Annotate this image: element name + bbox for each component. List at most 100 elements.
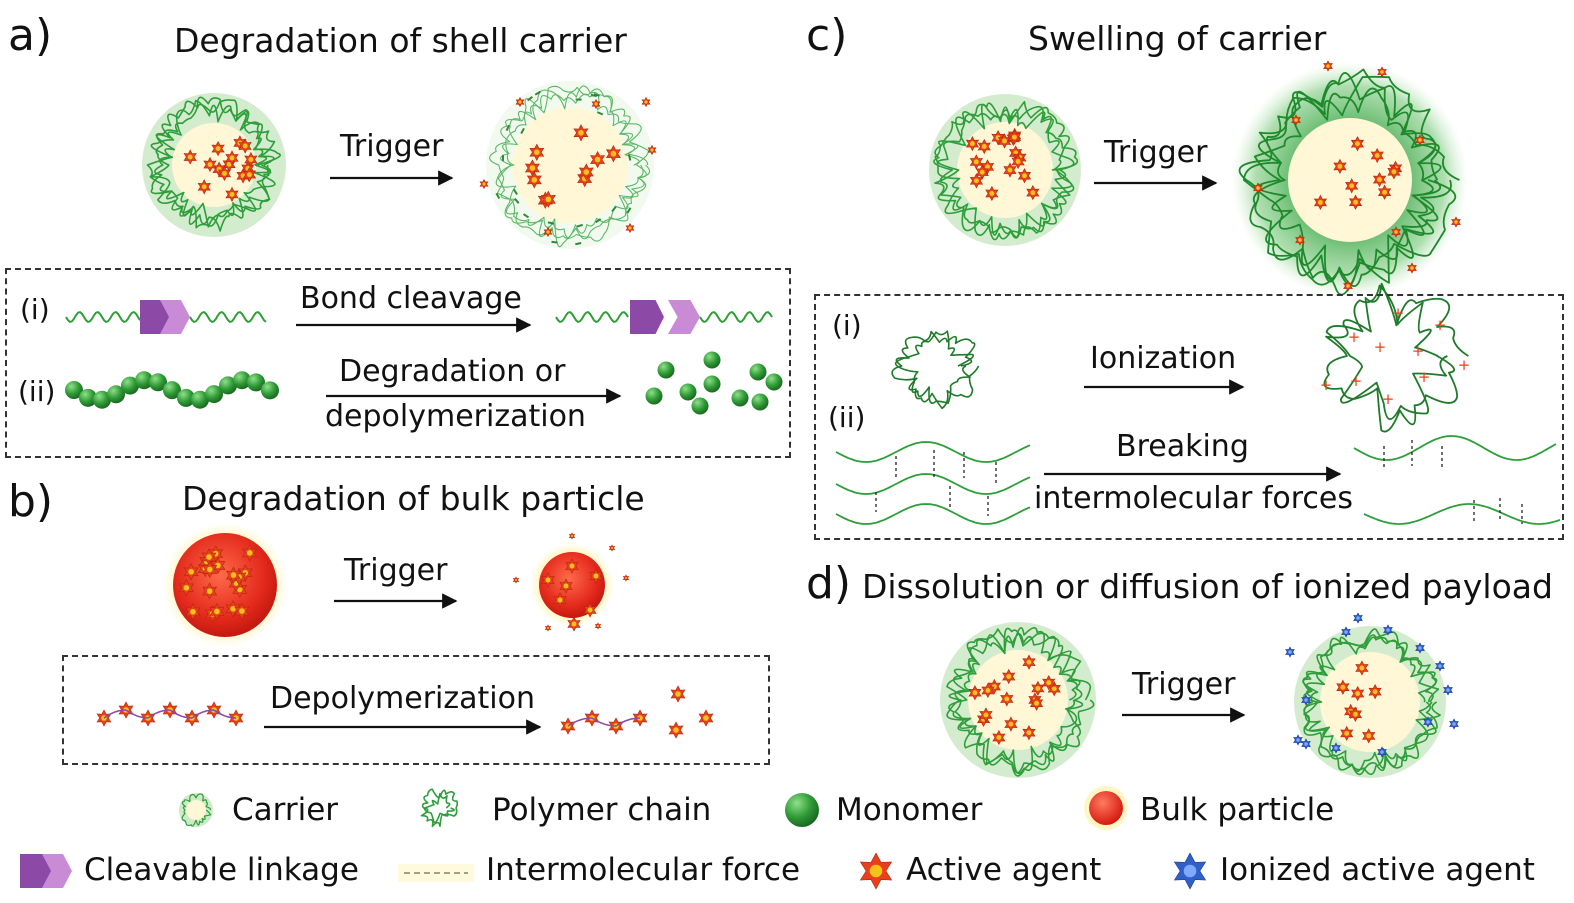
positive-charge: + (1320, 376, 1333, 394)
carrier-a-after-fragment (522, 213, 530, 219)
monomer (657, 361, 675, 379)
positive-charge: + (1382, 390, 1395, 408)
carrier-a-after-fragment (520, 127, 525, 135)
monomers (65, 351, 783, 415)
monomer (691, 397, 709, 415)
panel-b-letter: b) (8, 476, 54, 527)
legend-ionized-active-agent-label: Ionized active agent (1220, 852, 1535, 888)
panel-a-title: Degradation of shell carrier (174, 21, 627, 60)
swollen-carrier-shell (1243, 72, 1441, 296)
panel-c-breaking-label-2: intermolecular forces (1034, 481, 1354, 516)
swollen-carrier (1232, 62, 1468, 298)
carrier-d-before-shell (946, 628, 1084, 775)
panel-c-row-i-label: (i) (832, 309, 862, 342)
panel-b-trigger-label: Trigger (344, 553, 448, 588)
panel-a-degradation-label-2: depolymerization (325, 399, 586, 434)
carrier-a-after-fragment (595, 218, 602, 224)
panel-c-row-ii-label: (ii) (828, 401, 866, 434)
carrier-d-before-shell (948, 626, 1095, 774)
positive-charge: + (1458, 356, 1471, 374)
legend-cleavable-linkage-label: Cleavable linkage (84, 852, 359, 888)
monomer (121, 376, 139, 395)
monomer (765, 373, 783, 391)
monomer (163, 381, 181, 400)
legend-bulk-particle-symbol (1089, 791, 1123, 825)
carrier-a-after-shell (495, 85, 649, 242)
star-chain-b-before-link (169, 709, 193, 719)
chain-a-i-cut-left (555, 310, 629, 324)
carrier-a-after-fragment (551, 240, 558, 244)
panel-b-depolymerization-label: Depolymerization (270, 681, 535, 716)
legend-monomer-label: Monomer (836, 792, 983, 828)
carrier-d-after-shell (1302, 631, 1440, 776)
legend-active-agent-label: Active agent (906, 852, 1102, 888)
panel-d-title: Dissolution or diffusion of ionized payl… (862, 567, 1553, 606)
positive-charge: + (1412, 342, 1425, 360)
panel-c-ionization-label: Ionization (1090, 341, 1237, 376)
carrier-a-after-fragment (596, 111, 604, 116)
monomer (751, 393, 769, 411)
chain-a-i-left (65, 310, 141, 324)
panel-a-degradation-label-1: Degradation or (339, 354, 566, 389)
coil-c-before (894, 330, 975, 404)
panel-b-detail-box (62, 655, 770, 765)
star-chain-b-after-link (567, 717, 593, 727)
carrier-a-after-fragment (575, 242, 582, 246)
panel-a-letter: a) (8, 10, 53, 61)
panel-a-row-i-label: (i) (20, 293, 50, 326)
monomer (149, 373, 167, 392)
coil-c-after (1325, 284, 1448, 421)
legend-bulk-particle-label: Bulk particle (1140, 792, 1335, 828)
carrier-a-before-shell (149, 99, 276, 228)
carrier-a-after-shell (497, 93, 644, 248)
legend-polymer-chain-label: Polymer chain (492, 792, 712, 828)
panel-a-bond-cleavage-label: Bond cleavage (300, 281, 522, 316)
legend-carrier-shell (181, 793, 212, 827)
panel-a-trigger-label: Trigger (340, 129, 444, 164)
carrier-a-after-fragment (593, 93, 600, 97)
monomer (135, 371, 153, 390)
chain-c-ii-4 (1353, 435, 1557, 461)
positive-charge: + (1392, 304, 1405, 322)
positive-charge: + (1418, 368, 1431, 386)
panel-b-title: Degradation of bulk particle (182, 479, 645, 518)
coil-c-before (891, 330, 980, 410)
carrier-a-after-shell (489, 85, 651, 239)
carrier-a-after-fragment (527, 96, 533, 102)
carrier-d-after-core (1320, 652, 1420, 752)
star-chain-b-before-link (191, 709, 215, 719)
carrier-d-before-core (968, 650, 1068, 750)
monomer (703, 375, 721, 393)
carrier-a-after-fragment (513, 188, 518, 196)
carrier-a-after-fragment (590, 93, 597, 98)
panel-c-breaking-label-1: Breaking (1116, 429, 1249, 464)
legend-polymer-chain-symbol (423, 792, 458, 824)
cleavable-linkages (20, 300, 700, 888)
panel-a-row-ii-label: (ii) (18, 375, 56, 408)
chain-c-ii-2 (835, 473, 1031, 495)
linkage-block-cut (630, 300, 664, 334)
carrier-a-after-fragment (576, 223, 583, 228)
coil-c-after (1323, 282, 1469, 433)
legend-carrier-label: Carrier (232, 792, 339, 828)
star-chain-b-before-link (103, 709, 127, 719)
carrier-a-before-shell (146, 99, 276, 229)
panel-d-trigger-label: Trigger (1132, 667, 1236, 702)
monomer (177, 388, 195, 407)
carrier-c-before-shell (934, 102, 1075, 238)
star-chain-b-before-link (213, 709, 237, 719)
legend-intermolecular-force-label: Intermolecular force (486, 852, 801, 888)
positive-charge: + (1374, 338, 1387, 356)
carrier-a-after-fragment (611, 206, 617, 213)
star-chain-b-after-link (615, 717, 641, 727)
monomer (219, 376, 237, 395)
carrier-c-before-shell (933, 103, 1079, 241)
carrier-a-after-core (512, 107, 628, 223)
monomer (191, 390, 209, 409)
legend-cleavable-linkage-chevron (42, 854, 72, 888)
linkage-chevron-cut (668, 300, 700, 334)
positive-charge: + (1434, 316, 1447, 334)
carrier-a-after-fragment (505, 124, 511, 132)
carrier-a-after-fragment (514, 198, 520, 204)
